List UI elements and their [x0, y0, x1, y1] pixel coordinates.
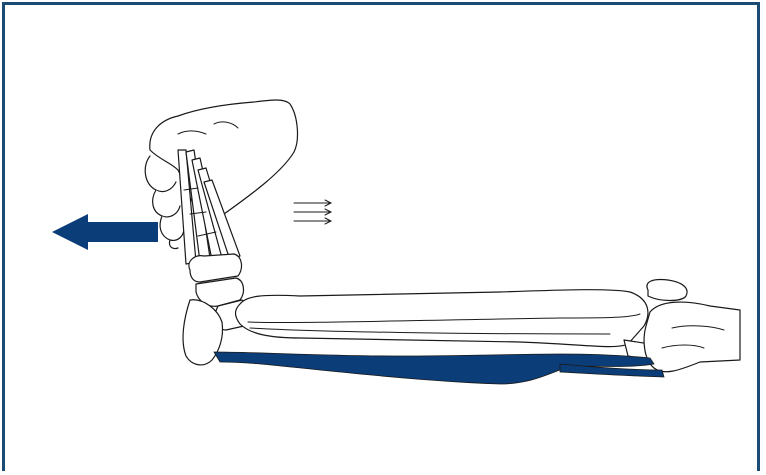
lower-leg-bones	[236, 290, 651, 360]
knee-bones	[644, 279, 740, 371]
left-arrow-icon	[52, 214, 158, 250]
calf-muscle	[214, 352, 664, 384]
right-arrows-icon	[294, 200, 331, 224]
